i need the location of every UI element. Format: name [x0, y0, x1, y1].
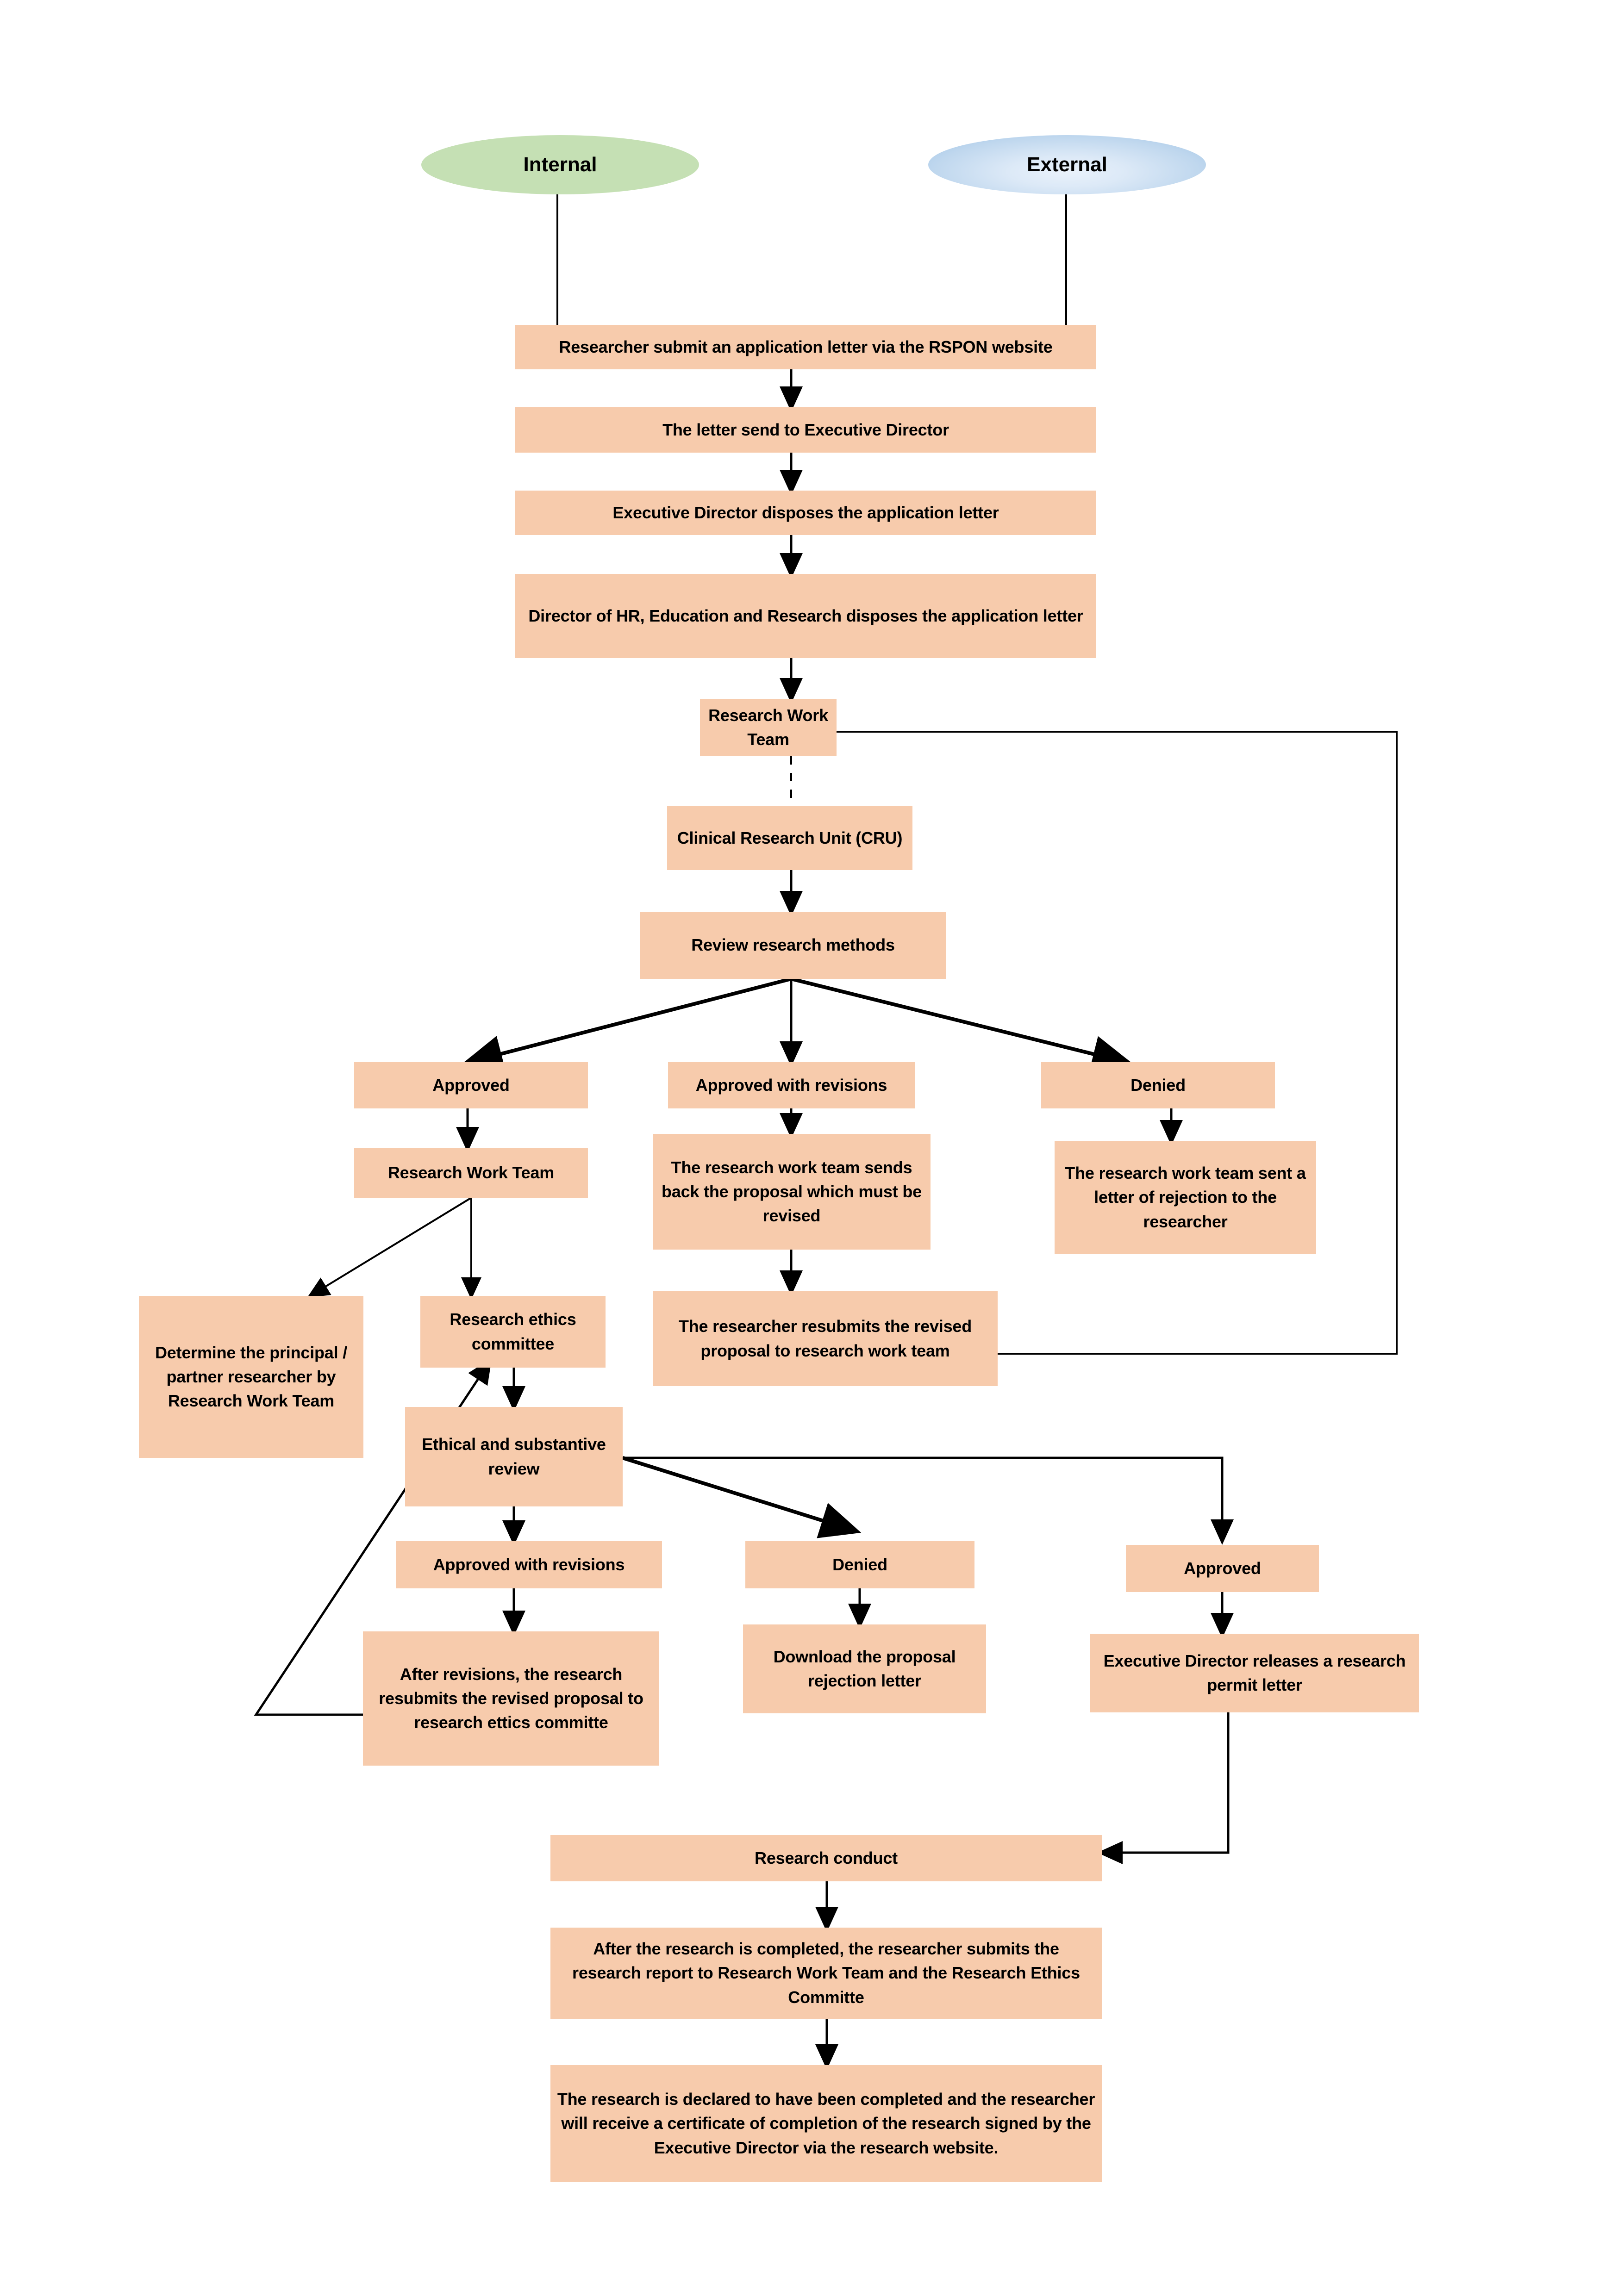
node-rejection-letter-label: The research work team sent a letter of … [1065, 1164, 1306, 1231]
node-resubmit-to-research-work-team[interactable]: The researcher resubmits the revised pro… [653, 1291, 998, 1386]
node-ethical-substantive-review[interactable]: Ethical and substantive review [405, 1407, 623, 1506]
node-executive-director-permit-letter-label: Executive Director releases a research p… [1103, 1651, 1406, 1694]
node-clinical-research-unit-label: Clinical Research Unit (CRU) [677, 828, 903, 847]
node-download-rejection-letter-label: Download the proposal rejection letter [773, 1647, 956, 1690]
node-denied-methods[interactable]: Denied [1041, 1062, 1275, 1108]
node-denied-methods-label: Denied [1131, 1075, 1186, 1095]
node-denied-ethics-label: Denied [832, 1555, 887, 1574]
connector-rwt2-to-determine [307, 1197, 472, 1298]
node-rejection-letter[interactable]: The research work team sent a letter of … [1055, 1141, 1316, 1254]
node-ed-disposes[interactable]: Executive Director disposes the applicat… [515, 491, 1096, 535]
node-research-ethics-committee[interactable]: Research ethics committee [420, 1296, 606, 1368]
node-research-declared-complete[interactable]: The research is declared to have been co… [550, 2065, 1102, 2182]
node-research-ethics-committee-label: Research ethics committee [450, 1310, 576, 1353]
node-denied-ethics[interactable]: Denied [745, 1541, 974, 1588]
node-clinical-research-unit[interactable]: Clinical Research Unit (CRU) [667, 806, 912, 870]
node-resubmit-to-ethics-committee[interactable]: After revisions, the research resubmits … [363, 1631, 659, 1766]
terminal-internal-label: Internal [523, 153, 597, 176]
node-ethical-substantive-review-label: Ethical and substantive review [422, 1435, 606, 1478]
node-approved-ethics[interactable]: Approved [1126, 1545, 1319, 1592]
node-executive-director-permit-letter[interactable]: Executive Director releases a research p… [1090, 1634, 1419, 1712]
node-dir-hr-disposes[interactable]: Director of HR, Education and Research d… [515, 574, 1096, 658]
node-resubmit-to-research-work-team-label: The researcher resubmits the revised pro… [678, 1317, 972, 1360]
node-research-declared-complete-label: The research is declared to have been co… [557, 2090, 1095, 2157]
terminal-external[interactable]: External [928, 135, 1206, 194]
node-sends-back-proposal[interactable]: The research work team sends back the pr… [653, 1134, 931, 1250]
connector-ethicalreview-to-approved2 [623, 1456, 1234, 1545]
node-sends-back-proposal-label: The research work team sends back the pr… [662, 1157, 922, 1226]
connector-ethicalreview-to-denied2 [622, 1456, 862, 1538]
node-approved-with-revisions-methods-label: Approved with revisions [695, 1075, 887, 1095]
node-research-conduct-label: Research conduct [755, 1848, 898, 1867]
node-approved-ethics-label: Approved [1184, 1558, 1261, 1578]
node-research-work-team-top[interactable]: Research Work Team [700, 699, 837, 756]
terminal-internal[interactable]: Internal [421, 135, 699, 194]
node-approved-with-revisions-methods[interactable]: Approved with revisions [668, 1062, 915, 1108]
node-letter-to-ed[interactable]: The letter send to Executive Director [515, 407, 1096, 453]
node-review-research-methods[interactable]: Review research methods [640, 912, 946, 979]
node-submit-research-report[interactable]: After the research is completed, the res… [550, 1928, 1102, 2019]
node-research-work-team-top-label: Research Work Team [708, 705, 828, 749]
node-research-work-team-approved-label: Research Work Team [387, 1163, 555, 1182]
node-submit-letter[interactable]: Researcher submit an application letter … [515, 325, 1096, 369]
connector-rwt1-loop-to-resubmit [837, 731, 1398, 1355]
node-approved-with-revisions-ethics[interactable]: Approved with revisions [396, 1541, 662, 1588]
node-download-rejection-letter[interactable]: Download the proposal rejection letter [743, 1624, 986, 1713]
node-approved-methods-label: Approved [432, 1075, 510, 1095]
terminal-external-label: External [1027, 153, 1107, 176]
node-research-work-team-approved[interactable]: Research Work Team [354, 1148, 588, 1198]
node-submit-research-report-label: After the research is completed, the res… [572, 1939, 1080, 2007]
node-letter-to-ed-label: The letter send to Executive Director [662, 420, 949, 439]
node-determine-principal-researcher-label: Determine the principal / partner resear… [155, 1343, 348, 1411]
node-determine-principal-researcher[interactable]: Determine the principal / partner resear… [139, 1296, 363, 1458]
connector-permit-to-conduct [1097, 1712, 1230, 1864]
node-submit-letter-label: Researcher submit an application letter … [559, 337, 1053, 356]
node-resubmit-to-ethics-committee-label: After revisions, the research resubmits … [379, 1664, 643, 1732]
connector-review-to-denied1 [791, 977, 1133, 1072]
node-dir-hr-disposes-label: Director of HR, Education and Research d… [528, 606, 1083, 625]
connector-review-to-approved1 [462, 977, 792, 1072]
node-approved-methods[interactable]: Approved [354, 1062, 588, 1108]
node-research-conduct[interactable]: Research conduct [550, 1835, 1102, 1881]
node-approved-with-revisions-ethics-label: Approved with revisions [433, 1555, 625, 1574]
node-ed-disposes-label: Executive Director disposes the applicat… [612, 503, 999, 522]
node-review-research-methods-label: Review research methods [691, 935, 895, 955]
